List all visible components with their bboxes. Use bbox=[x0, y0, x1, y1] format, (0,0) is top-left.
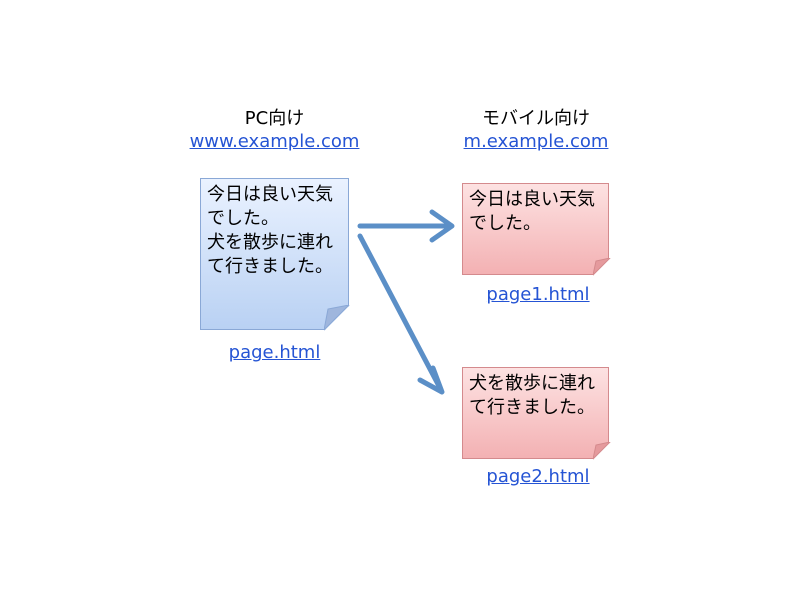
pc-heading: PC向け bbox=[244, 108, 305, 129]
pc-page-note: 今日は良い天気 でした。 犬を散歩に連れ て行きました。 bbox=[200, 178, 349, 330]
mobile-page2-link[interactable]: page2.html bbox=[486, 466, 590, 487]
mobile-page1-note: 今日は良い天気 でした。 bbox=[462, 183, 609, 275]
mobile-page2-note-fold bbox=[593, 442, 611, 460]
pc-note-fold bbox=[324, 305, 350, 331]
arrow-to-page2 bbox=[357, 233, 443, 391]
mobile-heading: モバイル向け bbox=[482, 108, 590, 129]
mobile-page2-note: 犬を散歩に連れ て行きました。 bbox=[462, 367, 609, 459]
mobile-page1-note-fold bbox=[593, 258, 611, 276]
arrow-to-page2-head bbox=[417, 365, 445, 395]
mobile-domain-link[interactable]: m.example.com bbox=[463, 131, 609, 152]
pc-domain-link[interactable]: www.example.com bbox=[189, 131, 360, 152]
mobile-page1-link[interactable]: page1.html bbox=[486, 284, 590, 305]
arrow-to-page1-head bbox=[429, 209, 455, 243]
pc-page-link[interactable]: page.html bbox=[228, 342, 321, 363]
